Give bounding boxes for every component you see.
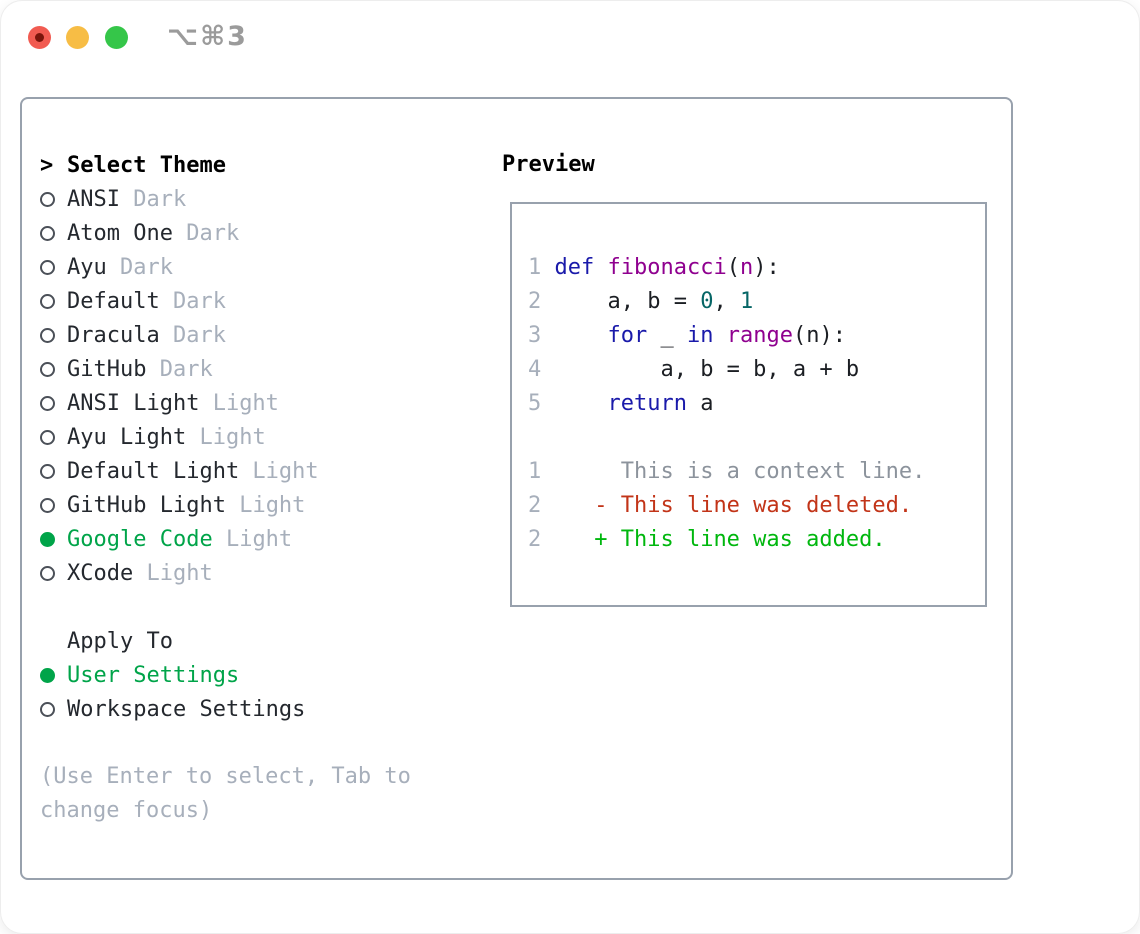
theme-option[interactable]: Dracula Dark [40, 318, 460, 352]
diff-line-context: 1 This is a context line. [528, 459, 926, 484]
radio-unselected-icon [40, 429, 67, 445]
theme-option[interactable]: XCode Light [40, 556, 460, 590]
theme-option[interactable]: Default Light Light [40, 454, 460, 488]
radio-unselected-icon [40, 225, 67, 241]
line-number: 1 [528, 255, 542, 280]
diff-line-added: 2 + This line was added. [528, 527, 886, 552]
spacer [40, 590, 460, 624]
option-label: Atom One [67, 220, 173, 246]
theme-variant-label: Dark [172, 220, 240, 246]
theme-option[interactable]: Ayu Light Light [40, 420, 460, 454]
option-label: Ayu Light [67, 424, 187, 450]
radio-unselected-icon [40, 565, 67, 581]
theme-option[interactable]: Default Dark [40, 284, 460, 318]
code-line: 1 def fibonacci(n): [528, 255, 780, 280]
theme-option[interactable]: GitHub Dark [40, 352, 460, 386]
select-theme-label: Select Theme [67, 152, 226, 178]
preview-box: 1 def fibonacci(n): 2 a, b = 0, 1 3 for _ … [510, 202, 987, 607]
line-number: 2 [528, 527, 542, 552]
code-preview: 1 def fibonacci(n): 2 a, b = 0, 1 3 for _ … [528, 251, 985, 421]
option-label: GitHub [67, 356, 147, 382]
theme-variant-label: Dark [146, 356, 213, 382]
option-label: Dracula [67, 322, 160, 348]
option-label: Default [67, 288, 160, 314]
radio-selected-icon [40, 531, 67, 547]
option-label: ANSI Light [67, 390, 200, 416]
radio-selected-icon [40, 667, 67, 683]
theme-variant-label: Dark [159, 288, 226, 314]
focus-chevron-icon: > [40, 152, 54, 178]
option-label: Ayu [67, 254, 107, 280]
preview-label: Preview [502, 152, 595, 177]
option-label: User Settings [67, 662, 240, 688]
apply-to-label: Apply To [67, 628, 173, 654]
theme-variant-label: Light [225, 492, 306, 518]
theme-option[interactable]: Atom One Dark [40, 216, 460, 250]
line-number: 1 [528, 459, 542, 484]
code-line: 4 a, b = b, a + b [528, 357, 860, 382]
close-button[interactable] [28, 26, 51, 49]
apply-option[interactable]: Workspace Settings [40, 692, 460, 726]
line-number: 3 [528, 323, 542, 348]
theme-option[interactable]: GitHub Light Light [40, 488, 460, 522]
spacer [528, 421, 985, 455]
radio-unselected-icon [40, 293, 67, 309]
help-text: (Use Enter to select, Tab to change focu… [40, 764, 411, 823]
window-title: ⌥⌘3 [167, 21, 248, 52]
option-label: Workspace Settings [67, 696, 306, 722]
theme-variant-label: Light [239, 458, 319, 484]
theme-option[interactable]: ANSI Dark [40, 182, 460, 216]
code-line: 5 return a [528, 391, 714, 416]
zoom-button[interactable] [105, 26, 128, 49]
code-line: 2 a, b = 0, 1 [528, 289, 754, 314]
radio-unselected-icon [40, 395, 67, 411]
line-number: 4 [528, 357, 542, 382]
minimize-button[interactable] [66, 26, 89, 49]
radio-unselected-icon [40, 259, 67, 275]
option-label: GitHub Light [67, 492, 226, 518]
theme-variant-label: Light [212, 526, 293, 552]
code-line: 3 for _ in range(n): [528, 323, 846, 348]
select-theme-header: > Select Theme [40, 148, 460, 182]
option-label: XCode [67, 560, 134, 586]
option-label: Google Code [67, 526, 213, 552]
theme-option[interactable]: Ayu Dark [40, 250, 460, 284]
option-label: ANSI [67, 186, 120, 212]
theme-option[interactable]: ANSI Light Light [40, 386, 460, 420]
line-number: 2 [528, 493, 542, 518]
theme-variant-label: Dark [106, 254, 173, 280]
spacer [40, 726, 460, 760]
apply-option[interactable]: User Settings [40, 658, 460, 692]
theme-variant-label: Light [133, 560, 213, 586]
theme-variant-label: Light [199, 390, 279, 416]
theme-variant-label: Light [186, 424, 266, 450]
option-label: Default Light [67, 458, 240, 484]
radio-unselected-icon [40, 497, 67, 513]
theme-variant-label: Dark [159, 322, 226, 348]
line-number: 2 [528, 289, 542, 314]
radio-unselected-icon [40, 463, 67, 479]
radio-unselected-icon [40, 327, 67, 343]
diff-preview: 1 This is a context line. 2 - This line w… [528, 455, 985, 557]
line-number: 5 [528, 391, 542, 416]
radio-unselected-icon [40, 701, 67, 717]
radio-unselected-icon [40, 191, 67, 207]
theme-variant-label: Dark [119, 186, 187, 212]
theme-option[interactable]: Google Code Light [40, 522, 460, 556]
radio-unselected-icon [40, 361, 67, 377]
diff-line-deleted: 2 - This line was deleted. [528, 493, 913, 518]
apply-to-header: Apply To [40, 624, 460, 658]
